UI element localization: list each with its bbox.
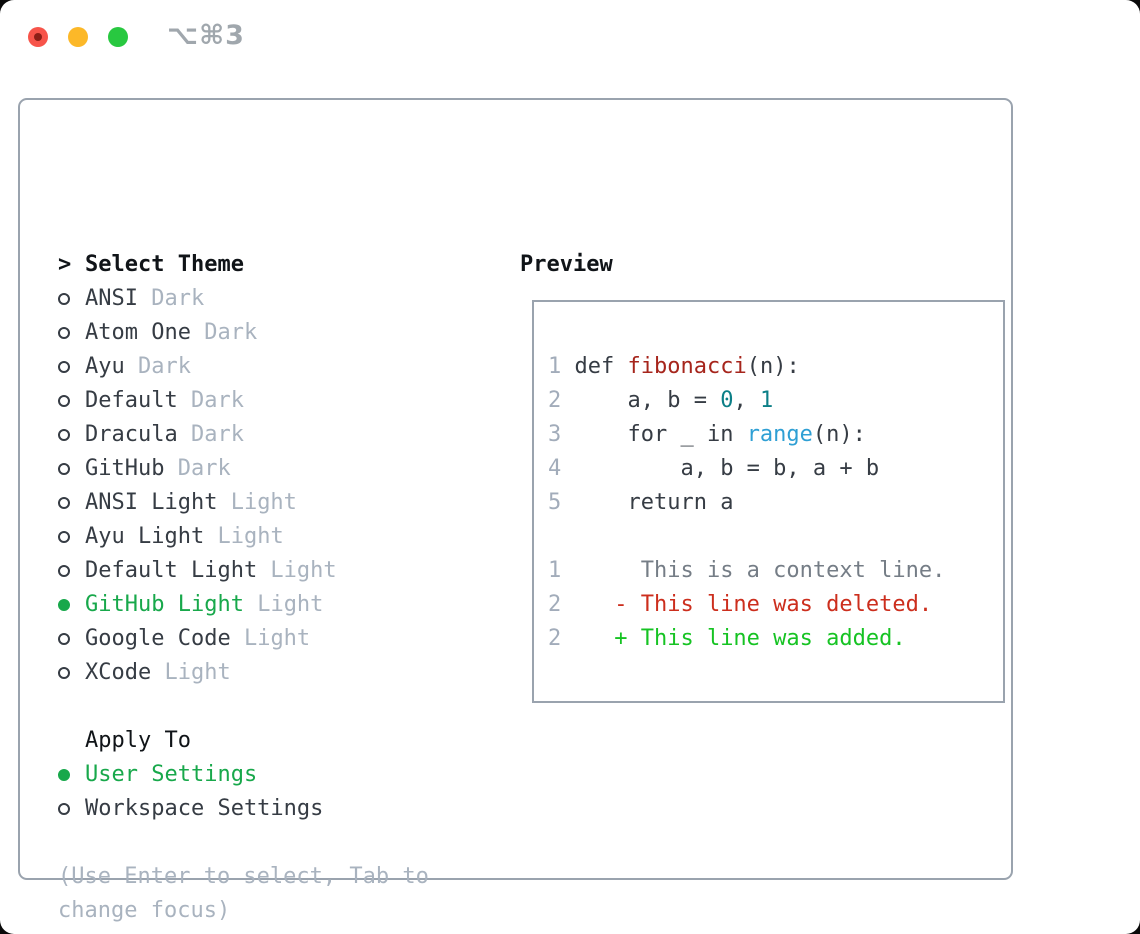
code-line: 2 + This line was added. bbox=[548, 626, 906, 651]
theme-option[interactable]: Dracula Dark bbox=[58, 418, 508, 452]
theme-name: Ayu bbox=[85, 354, 125, 379]
apply-to-header: Apply To bbox=[58, 724, 508, 758]
theme-name: Ayu Light bbox=[85, 524, 205, 549]
radio-icon bbox=[58, 531, 70, 543]
zoom-button[interactable] bbox=[108, 27, 128, 47]
theme-option[interactable]: Default Dark bbox=[58, 384, 508, 418]
code-line: 3 for _ in range(n): bbox=[548, 422, 866, 447]
theme-option[interactable]: ANSI Light Light bbox=[58, 486, 508, 520]
theme-name: GitHub Light bbox=[85, 592, 244, 617]
theme-name: Dracula bbox=[85, 422, 178, 447]
theme-option[interactable]: ANSI Dark bbox=[58, 282, 508, 316]
prompt-icon: > bbox=[58, 252, 72, 277]
theme-variant: Dark bbox=[177, 388, 244, 413]
theme-variant: Light bbox=[243, 592, 324, 617]
theme-variant: Dark bbox=[137, 286, 205, 311]
hint-line-2: change focus) bbox=[58, 898, 231, 923]
radio-icon bbox=[58, 429, 70, 441]
theme-option[interactable]: Default Light Light bbox=[58, 554, 508, 588]
code-line: 5 return a bbox=[548, 490, 734, 515]
theme-variant: Dark bbox=[177, 422, 244, 447]
preview-title: Preview bbox=[520, 252, 613, 277]
theme-variant: Dark bbox=[124, 354, 191, 379]
apply-to-option[interactable]: User Settings bbox=[58, 758, 508, 792]
apply-to-option[interactable]: Workspace Settings bbox=[58, 792, 508, 826]
code-line: 4 a, b = b, a + b bbox=[548, 456, 880, 481]
theme-name: XCode bbox=[85, 660, 152, 685]
radio-icon bbox=[58, 463, 70, 475]
theme-option[interactable]: Ayu Dark bbox=[58, 350, 508, 384]
theme-name: Default bbox=[85, 388, 178, 413]
radio-icon bbox=[58, 361, 70, 373]
radio-icon bbox=[58, 395, 70, 407]
hint-line-1: (Use Enter to select, Tab to bbox=[58, 864, 429, 889]
apply-to-list: User Settings Workspace Settings bbox=[58, 758, 508, 826]
code-line: 2 - This line was deleted. bbox=[548, 592, 933, 617]
radio-icon bbox=[58, 293, 70, 305]
theme-variant: Light bbox=[217, 490, 297, 515]
radio-icon bbox=[58, 803, 70, 815]
theme-list: ANSI Dark Atom One Dark Ayu Dark Default… bbox=[58, 282, 508, 690]
select-theme-header: > Select Theme bbox=[58, 248, 508, 282]
code-preview: 1 def fibonacci(n): 2 a, b = 0, 1 3 for _ … bbox=[548, 350, 945, 656]
radio-icon bbox=[58, 497, 70, 509]
window-title: ⌥⌘3 bbox=[167, 20, 245, 51]
theme-name: ANSI Light bbox=[85, 490, 218, 515]
theme-variant: Light bbox=[204, 524, 284, 549]
theme-variant: Light bbox=[230, 626, 311, 651]
radio-icon bbox=[58, 769, 70, 781]
theme-name: GitHub bbox=[85, 456, 165, 481]
theme-option[interactable]: Ayu Light Light bbox=[58, 520, 508, 554]
apply-to-label: User Settings bbox=[85, 762, 258, 787]
spacer bbox=[58, 690, 508, 724]
spacer bbox=[58, 826, 508, 860]
theme-name: Atom One bbox=[85, 320, 191, 345]
theme-variant: Dark bbox=[164, 456, 231, 481]
theme-picker-panel: > Select Theme ANSI Dark Atom One Dark A… bbox=[18, 98, 1013, 923]
theme-option[interactable]: GitHub Light Light bbox=[58, 588, 508, 622]
titlebar bbox=[28, 27, 128, 47]
theme-name: Google Code bbox=[85, 626, 231, 651]
radio-icon bbox=[58, 633, 70, 645]
radio-icon bbox=[58, 327, 70, 339]
theme-name: Default Light bbox=[85, 558, 258, 583]
theme-variant: Light bbox=[151, 660, 231, 685]
radio-icon bbox=[58, 667, 70, 679]
select-theme-title: Select Theme bbox=[85, 252, 244, 277]
preview-box: 1 def fibonacci(n): 2 a, b = 0, 1 3 for _ … bbox=[532, 300, 1005, 703]
apply-to-title: Apply To bbox=[85, 728, 191, 753]
theme-name: ANSI bbox=[85, 286, 138, 311]
theme-variant: Dark bbox=[190, 320, 258, 345]
code-line: 2 a, b = 0, 1 bbox=[548, 388, 774, 413]
minimize-button[interactable] bbox=[68, 27, 88, 47]
close-button[interactable] bbox=[28, 27, 48, 47]
radio-icon bbox=[58, 565, 70, 577]
theme-variant: Light bbox=[257, 558, 337, 583]
radio-icon bbox=[58, 599, 70, 611]
code-line: 1 This is a context line. bbox=[548, 558, 946, 583]
code-line bbox=[548, 520, 945, 554]
theme-option[interactable]: XCode Light bbox=[58, 656, 508, 690]
apply-to-label: Workspace Settings bbox=[85, 796, 324, 821]
theme-picker: > Select Theme ANSI Dark Atom One Dark A… bbox=[58, 248, 508, 928]
theme-option[interactable]: Atom One Dark bbox=[58, 316, 508, 350]
theme-option[interactable]: Google Code Light bbox=[58, 622, 508, 656]
theme-option[interactable]: GitHub Dark bbox=[58, 452, 508, 486]
code-line: 1 def fibonacci(n): bbox=[548, 354, 800, 379]
